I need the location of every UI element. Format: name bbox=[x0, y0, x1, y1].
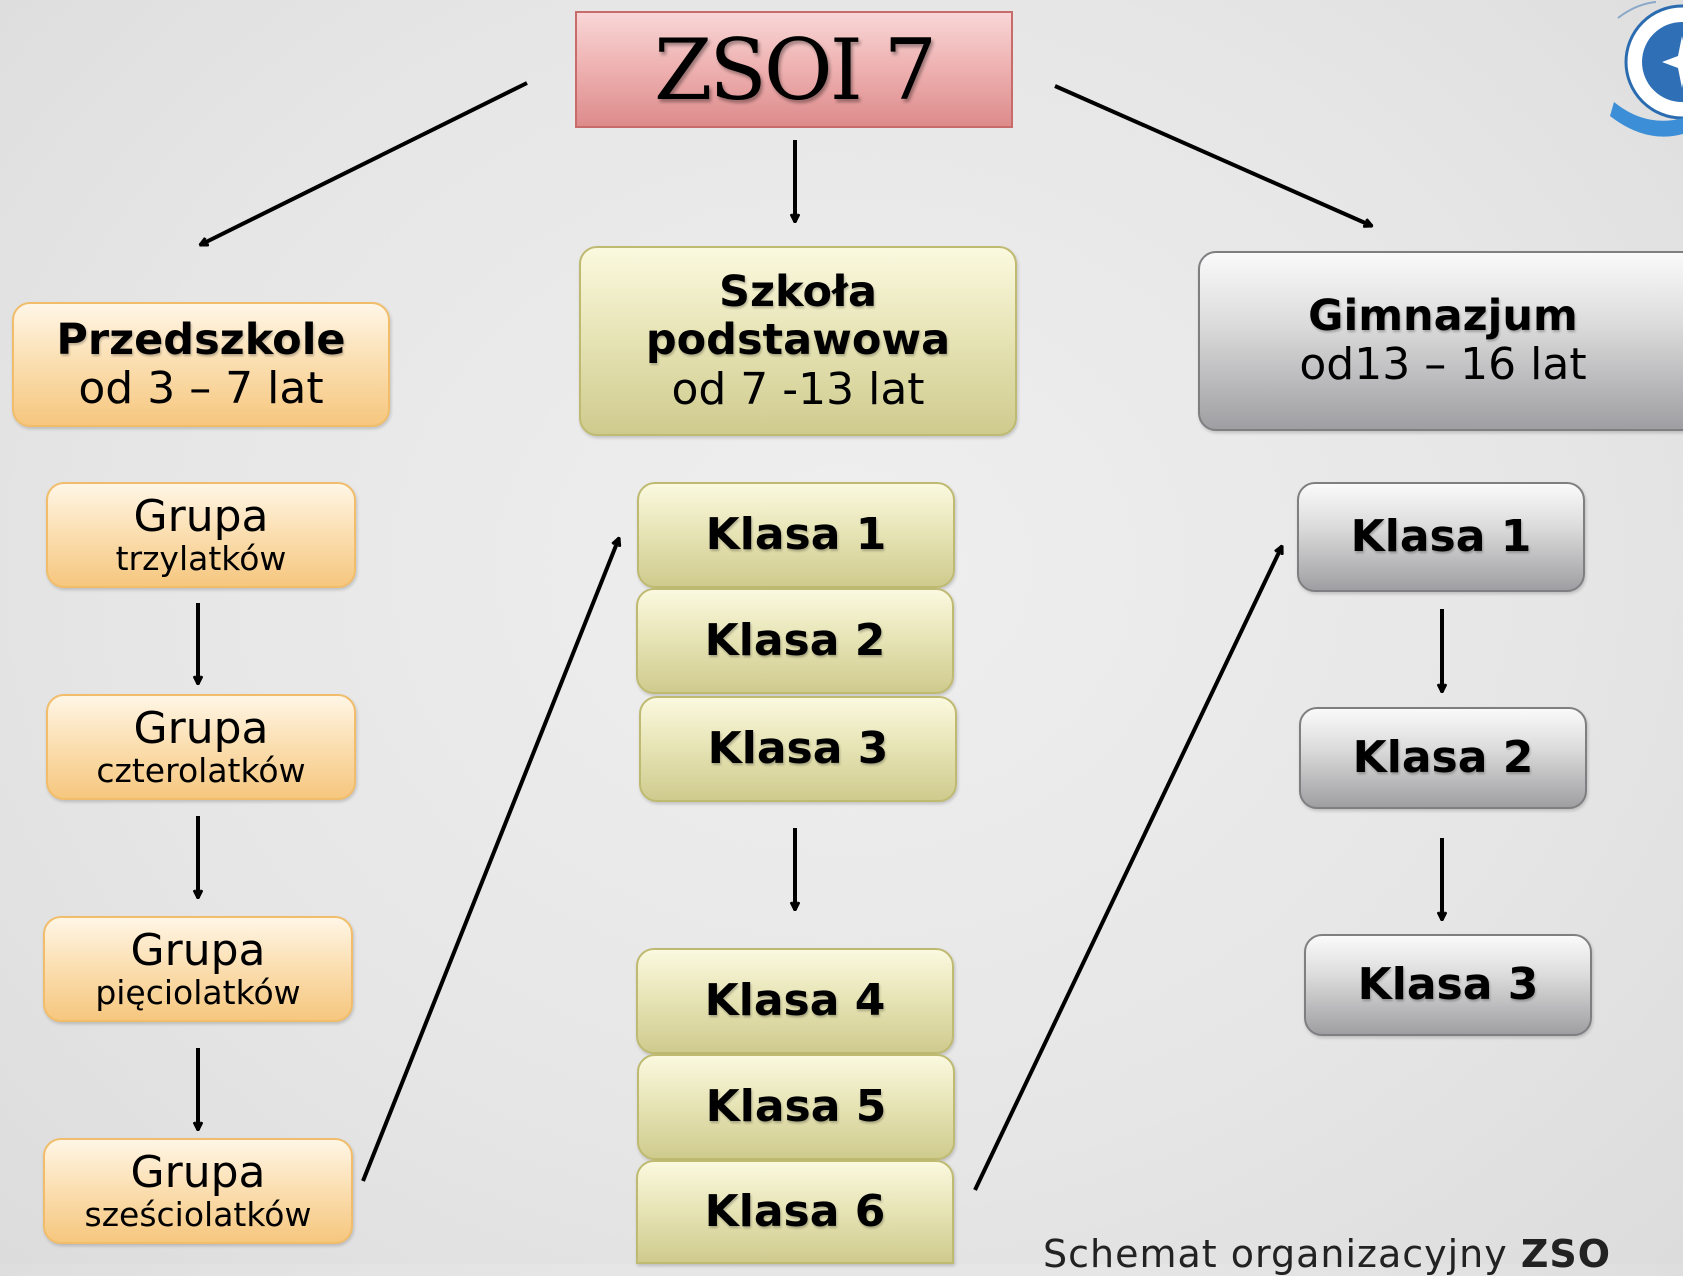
arrow-title-to-preschool bbox=[200, 81, 528, 247]
preschool-age: od 3 – 7 lat bbox=[78, 362, 324, 414]
preschool-title: Przedszkole bbox=[56, 314, 346, 365]
caption: Schemat organizacyjny ZSO bbox=[1043, 1232, 1611, 1276]
group-box: Grupa sześciolatków bbox=[43, 1138, 353, 1244]
group-age-label: sześciolatków bbox=[84, 1195, 312, 1235]
group-label: Grupa bbox=[133, 702, 269, 754]
gymnasium-title: Gimnazjum bbox=[1308, 291, 1578, 342]
class-label: Klasa 4 bbox=[704, 975, 886, 1027]
class-box: Klasa 5 bbox=[637, 1054, 955, 1160]
group-label: Grupa bbox=[130, 1146, 266, 1198]
school-crest-logo bbox=[1610, 1, 1683, 137]
preschool-header: Przedszkole od 3 – 7 lat bbox=[12, 302, 390, 427]
class-box: Klasa 2 bbox=[1299, 707, 1587, 809]
class-box: Klasa 3 bbox=[639, 696, 957, 802]
class-box: Klasa 1 bbox=[1297, 482, 1585, 592]
class-box: Klasa 6 bbox=[636, 1160, 954, 1264]
group-box: Grupa czterolatków bbox=[46, 694, 356, 800]
class-label: Klasa 1 bbox=[705, 509, 887, 561]
group-label: Grupa bbox=[130, 924, 266, 976]
primary-title-line-1: Szkoła bbox=[719, 267, 877, 318]
class-label: Klasa 6 bbox=[704, 1186, 886, 1238]
caption-bold: ZSO bbox=[1520, 1232, 1612, 1276]
class-label: Klasa 5 bbox=[705, 1081, 887, 1133]
group-box: Grupa pięciolatków bbox=[43, 916, 353, 1022]
class-box: Klasa 2 bbox=[636, 588, 954, 694]
group-box: Grupa trzylatków bbox=[46, 482, 356, 588]
primary-age: od 7 -13 lat bbox=[671, 363, 925, 415]
primary-title-line-2: podstawowa bbox=[645, 315, 951, 366]
class-label: Klasa 2 bbox=[704, 615, 886, 667]
title: ZSOI 7 bbox=[653, 20, 937, 119]
class-box: Klasa 3 bbox=[1304, 934, 1592, 1036]
group-age-label: pięciolatków bbox=[95, 973, 301, 1013]
class-box: Klasa 4 bbox=[636, 948, 954, 1054]
gymnasium-header: Gimnazjum od13 – 16 lat bbox=[1198, 251, 1683, 431]
arrow-preschool-to-primary bbox=[361, 538, 619, 1182]
class-label: Klasa 2 bbox=[1352, 732, 1534, 784]
gymnasium-age: od13 – 16 lat bbox=[1299, 339, 1587, 391]
primary-header: Szkoła podstawowa od 7 -13 lat bbox=[579, 246, 1017, 436]
class-label: Klasa 1 bbox=[1350, 511, 1532, 563]
caption-text: Schemat organizacyjny bbox=[1043, 1232, 1521, 1276]
group-label: Grupa bbox=[133, 490, 269, 542]
class-label: Klasa 3 bbox=[1357, 959, 1539, 1011]
group-age-label: trzylatków bbox=[115, 539, 287, 579]
title-box: ZSOI 7 bbox=[575, 11, 1013, 128]
arrow-title-to-gymnasium bbox=[1054, 84, 1372, 226]
group-age-label: czterolatków bbox=[96, 751, 306, 791]
class-box: Klasa 1 bbox=[637, 482, 955, 588]
class-label: Klasa 3 bbox=[707, 723, 889, 775]
arrow-primary-to-gymnasium bbox=[973, 546, 1284, 1191]
